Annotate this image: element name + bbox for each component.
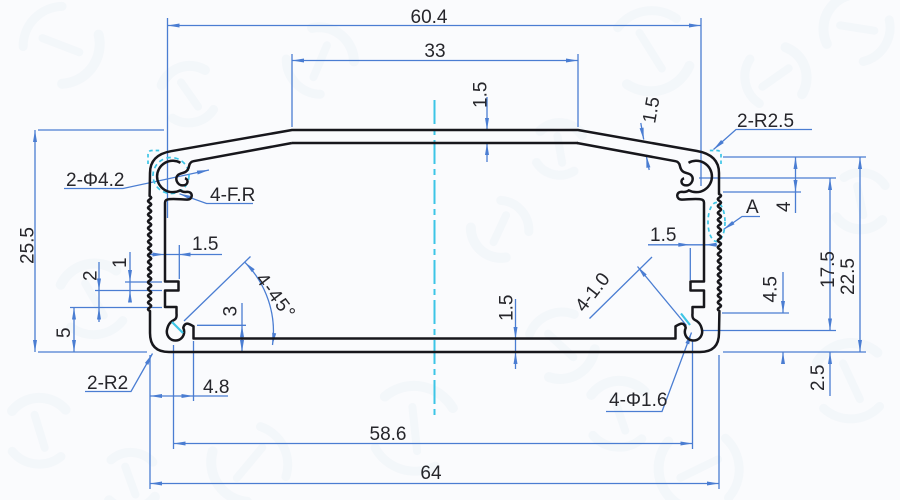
svg-text:1.5: 1.5 <box>650 225 676 246</box>
svg-text:1.5: 1.5 <box>192 234 218 255</box>
svg-text:2-R2: 2-R2 <box>87 373 128 394</box>
svg-text:A: A <box>746 197 759 218</box>
svg-text:4: 4 <box>774 201 795 212</box>
svg-text:33: 33 <box>424 41 445 62</box>
svg-text:3: 3 <box>221 306 242 317</box>
svg-text:60.4: 60.4 <box>411 7 448 28</box>
svg-text:1.5: 1.5 <box>471 82 492 108</box>
svg-text:2.5: 2.5 <box>808 365 829 391</box>
svg-text:4-Φ1.6: 4-Φ1.6 <box>609 390 667 411</box>
svg-text:1: 1 <box>110 257 131 268</box>
svg-text:4.5: 4.5 <box>761 276 782 302</box>
svg-text:4-F.R: 4-F.R <box>210 185 255 206</box>
svg-text:64: 64 <box>420 463 442 484</box>
svg-text:4.8: 4.8 <box>203 377 229 398</box>
svg-text:25.5: 25.5 <box>18 227 39 264</box>
svg-text:2-R2.5: 2-R2.5 <box>737 111 794 132</box>
svg-text:17.5: 17.5 <box>818 251 839 288</box>
svg-text:58.6: 58.6 <box>370 424 407 445</box>
svg-text:22.5: 22.5 <box>838 258 859 295</box>
svg-text:2: 2 <box>81 270 102 281</box>
svg-text:1.5: 1.5 <box>497 295 518 321</box>
svg-text:1.5: 1.5 <box>639 95 664 125</box>
svg-text:5: 5 <box>54 327 75 338</box>
svg-text:2-Φ4.2: 2-Φ4.2 <box>66 170 124 191</box>
